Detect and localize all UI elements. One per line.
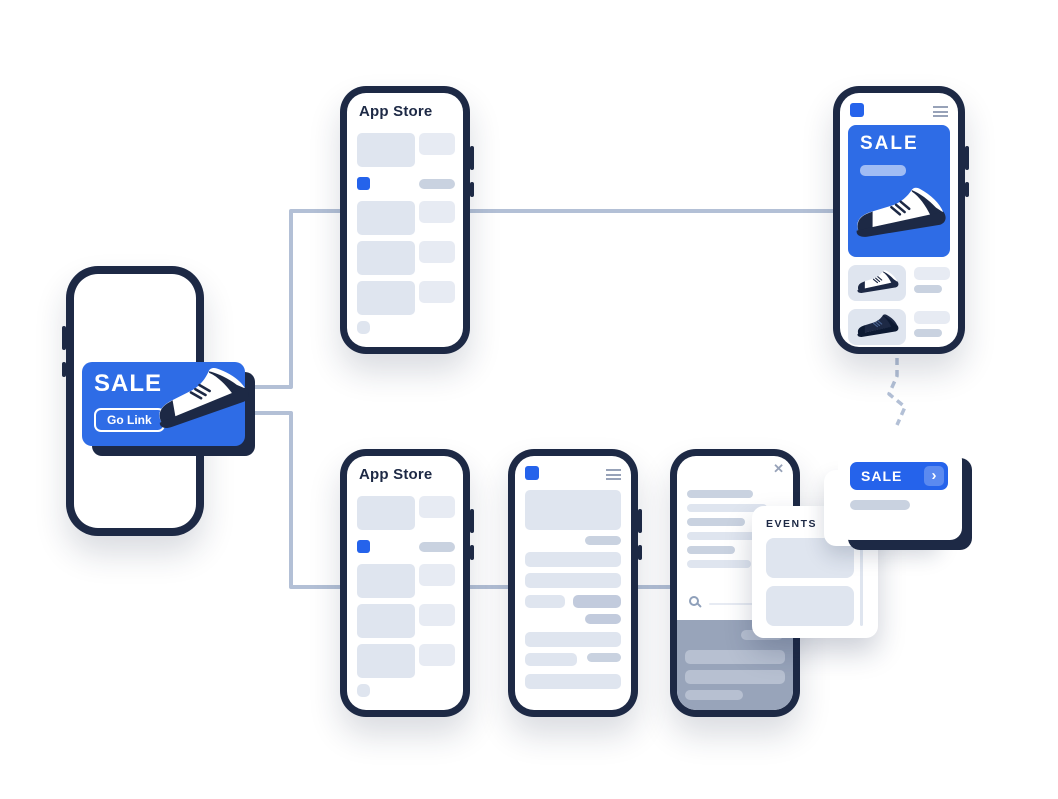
connector-dashed-path (887, 358, 907, 426)
event-item-block[interactable] (766, 586, 854, 626)
placeholder-block (525, 490, 621, 530)
placeholder-block (357, 281, 415, 315)
text-line-block (687, 532, 759, 540)
placeholder-block (357, 241, 415, 275)
placeholder-block (914, 311, 950, 324)
phone-side-button (62, 326, 66, 350)
phone-side-button (965, 146, 969, 170)
chevron-right-icon: › (924, 466, 944, 486)
product-phone: SALE (833, 86, 969, 354)
placeholder-pill (914, 285, 942, 293)
sneaker-illustration (856, 187, 946, 237)
placeholder-block (419, 564, 455, 586)
text-line-block (687, 518, 745, 526)
product-thumbnail[interactable] (848, 309, 906, 345)
text-line-block (687, 490, 753, 498)
sale-ad-card: SALE Go Link (82, 362, 249, 446)
placeholder-pill (850, 500, 910, 510)
divider (709, 603, 783, 605)
placeholder-block (685, 650, 785, 664)
placeholder-block (419, 604, 455, 626)
sale-ad-title: SALE (94, 370, 163, 397)
placeholder-block (357, 496, 415, 530)
placeholder-block (419, 281, 455, 303)
phone-side-button (62, 362, 66, 377)
placeholder-block (357, 321, 370, 334)
placeholder-block (525, 595, 565, 608)
close-icon[interactable]: ✕ (773, 461, 784, 476)
sale-popup-button[interactable]: SALE › (850, 462, 948, 490)
placeholder-block (357, 684, 370, 697)
search-icon[interactable] (689, 596, 699, 606)
placeholder-block (357, 644, 415, 678)
sale-hero-banner: SALE (848, 125, 950, 257)
placeholder-block (419, 241, 455, 263)
placeholder-block (419, 496, 455, 518)
sneaker-illustration (159, 367, 249, 428)
sneaker-illustration (857, 270, 899, 293)
placeholder-block (357, 201, 415, 235)
placeholder-pill (585, 536, 621, 545)
chat-bubble-block (585, 614, 621, 624)
placeholder-block (525, 632, 621, 647)
chat-bubble-block (573, 595, 621, 608)
sale-popup: SALE › (838, 436, 962, 540)
placeholder-block (525, 653, 577, 666)
app-store-title: App Store (359, 466, 433, 483)
connector-top-path (247, 209, 838, 389)
events-popup-title: EVENTS (766, 518, 818, 530)
placeholder-block (419, 201, 455, 223)
browser-screen (515, 456, 631, 710)
phone-side-button (470, 509, 474, 533)
product-thumbnail[interactable] (848, 265, 906, 301)
placeholder-pill (419, 179, 455, 189)
app-logo-tile (357, 177, 370, 190)
placeholder-block (685, 670, 785, 684)
app-store-phone-bottom: App Store (340, 449, 474, 717)
placeholder-pill (587, 653, 621, 662)
phone-side-button (638, 545, 642, 560)
app-store-screen: App Store (347, 93, 463, 347)
placeholder-block (357, 564, 415, 598)
placeholder-block (685, 690, 743, 700)
phone-side-button (638, 509, 642, 533)
phone-side-button (965, 182, 969, 197)
app-store-screen: App Store (347, 456, 463, 710)
phone-side-button (470, 146, 474, 170)
placeholder-block (914, 267, 950, 280)
app-store-phone-top: App Store (340, 86, 474, 354)
hamburger-menu-icon[interactable] (606, 469, 621, 480)
product-screen: SALE (840, 93, 958, 347)
placeholder-pill (860, 165, 906, 176)
app-store-title: App Store (359, 103, 433, 120)
sale-hero-title: SALE (860, 133, 919, 154)
sneaker-illustration (857, 314, 899, 337)
app-logo-tile (357, 540, 370, 553)
placeholder-block (525, 573, 621, 588)
placeholder-block (419, 133, 455, 155)
text-line-block (687, 546, 735, 554)
sale-popup-button-label: SALE (861, 468, 903, 484)
placeholder-block (525, 552, 621, 567)
placeholder-pill (419, 542, 455, 552)
placeholder-block (357, 604, 415, 638)
placeholder-pill (914, 329, 942, 337)
placeholder-block (419, 644, 455, 666)
text-line-block (687, 504, 767, 512)
app-logo-tile (525, 466, 539, 480)
app-logo-tile (850, 103, 864, 117)
hamburger-menu-icon[interactable] (933, 106, 948, 117)
placeholder-block (357, 133, 415, 167)
phone-side-button (470, 182, 474, 197)
browser-phone (508, 449, 642, 717)
text-line-block (687, 560, 751, 568)
scrollbar[interactable] (860, 538, 863, 626)
phone-side-button (470, 545, 474, 560)
placeholder-block (525, 674, 621, 689)
